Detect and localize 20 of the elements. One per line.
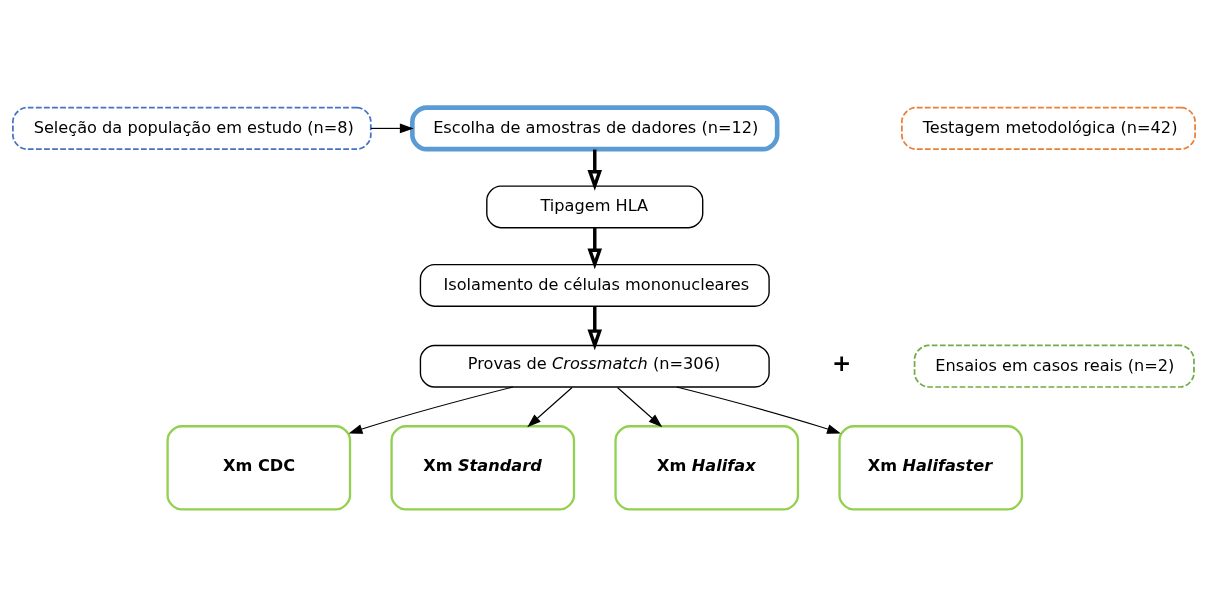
arrow [348,385,514,434]
node-box: Ensaios em casos reais (n=2) [913,344,1195,388]
node-box: Testagem metodológica (n=42) [901,106,1196,150]
node-box: Provas de Crossmatch (n=306) [419,344,770,388]
arrow [370,123,414,133]
node-box: Xm CDC [166,424,352,511]
arrow [676,385,841,434]
node-box: Xm Halifax [614,424,800,511]
node-box: Xm Halifaster [838,424,1024,511]
node-box: Seleção da população em estudo (n=8) [12,106,372,150]
arrow [587,149,603,191]
arrow [527,386,573,427]
arrow [616,386,663,427]
arrow [587,305,603,350]
node-box: Escolha de amostras de dadores (n=12) [410,104,780,151]
arrow [587,227,603,269]
node-box: Xm Standard [390,424,576,511]
node-box: Tipagem HLA [486,184,704,228]
label: + [832,349,852,376]
node-box: Isolamento de células mononucleares [419,263,770,307]
